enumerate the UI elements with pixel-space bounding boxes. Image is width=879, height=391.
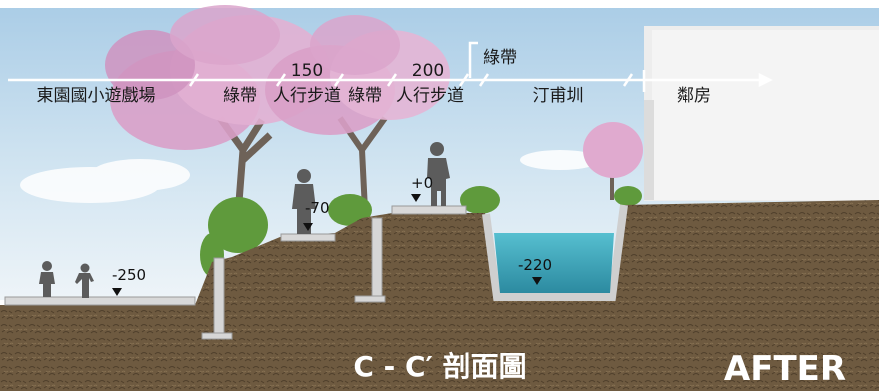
stage-label: AFTER (724, 349, 846, 389)
level-label-sidewalk-1: -70 (305, 199, 330, 217)
people-silhouettes (39, 142, 450, 298)
zone-label-green-belt-1: 綠帶 (223, 86, 257, 106)
canal-water (494, 233, 614, 293)
zone-label-playground: 東園國小遊戲場 (37, 86, 156, 106)
width-label-sidewalk-1: 150 (291, 61, 323, 81)
retaining-wall-1-foot (201, 332, 233, 340)
neighbor-house (644, 26, 879, 201)
level-label-canal-water: -220 (518, 256, 552, 274)
level-marker-sidewalk-1: -70 (303, 199, 330, 231)
blossom-tree-left (105, 5, 330, 216)
blossom-tree-middle (265, 15, 450, 211)
retaining-wall-1 (213, 257, 225, 337)
retaining-wall-2 (371, 217, 383, 299)
level-label-ground: -250 (112, 266, 146, 284)
soil-section (0, 200, 879, 391)
zone-label-sidewalk-2: 人行步道 (396, 86, 464, 106)
level-marker-ground: -250 (112, 266, 146, 296)
sidewalk-1-slab (280, 233, 336, 242)
zone-label-canal: 汀甫圳 (533, 86, 584, 106)
sidewalk-2-slab (391, 205, 467, 215)
level-label-sidewalk-2: +0 (411, 174, 433, 192)
zone-label-neighbor-house: 鄰房 (677, 86, 711, 106)
clouds (20, 150, 600, 203)
zone-label-green-belt-2: 綠帶 (348, 86, 382, 106)
retaining-wall-2-foot (354, 295, 386, 303)
zone-label-green-belt-3: 綠帶 (483, 48, 517, 68)
level-marker-sidewalk-2: +0 (411, 174, 433, 202)
level-marker-canal-water: -220 (518, 256, 552, 285)
dimension-line (8, 41, 773, 92)
canal-channel (482, 204, 628, 301)
blossom-tree-right (583, 122, 643, 200)
top-white-band (0, 0, 879, 8)
section-title: C - C′ 剖面圖 (353, 350, 526, 383)
width-label-sidewalk-2: 200 (412, 61, 444, 81)
zone-label-sidewalk-1: 人行步道 (273, 86, 341, 106)
ground-slab (4, 296, 196, 306)
